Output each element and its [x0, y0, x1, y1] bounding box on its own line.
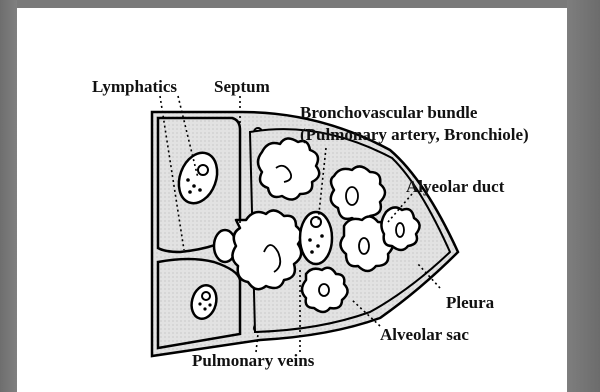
alveolar-cluster-6: [302, 268, 348, 312]
label-alveolar-sac: Alveolar sac: [380, 325, 469, 344]
label-septum: Septum: [214, 77, 270, 96]
bronchovascular-bundle: [300, 212, 332, 264]
label-pulmonary-veins: Pulmonary veins: [192, 351, 315, 370]
alveolar-cluster-3: [232, 210, 301, 289]
label-alveolar-duct: Alyeolar duct: [406, 177, 505, 196]
label-bundle-line1: Bronchovascular bundle: [300, 103, 478, 122]
label-pleura: Pleura: [446, 293, 495, 312]
label-lymphatics: Lymphatics: [92, 77, 177, 96]
alveolar-cluster-5: [381, 207, 419, 250]
label-bundle-line2: (Pulmonary artery, Bronchiole): [300, 125, 529, 144]
